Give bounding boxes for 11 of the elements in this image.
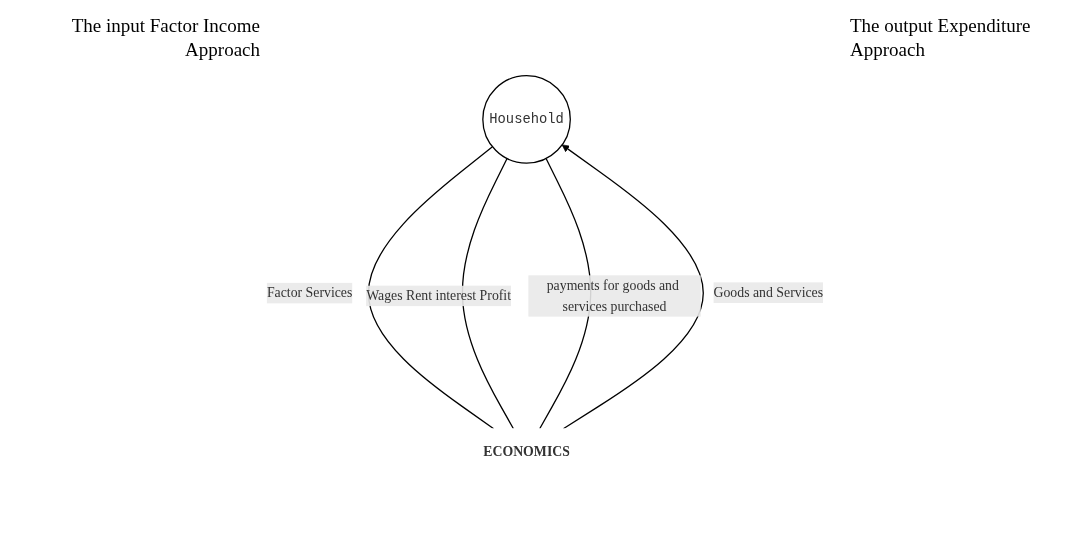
approach-note: The output Expenditure Approach xyxy=(850,14,1032,62)
approach-note: The input Factor Income Approach xyxy=(70,14,260,62)
connector xyxy=(461,157,515,430)
arrow xyxy=(561,144,704,430)
edge-label: payments for goods and services purchased xyxy=(546,277,679,314)
edge-label: Wages Rent interest Profit xyxy=(366,288,512,303)
edge-label: Goods and Services xyxy=(713,284,824,300)
node-circle: Household xyxy=(482,75,571,164)
edge-label: Factor Services xyxy=(266,285,353,301)
connector xyxy=(367,146,495,430)
node-text: ECONOMICS xyxy=(483,444,570,459)
